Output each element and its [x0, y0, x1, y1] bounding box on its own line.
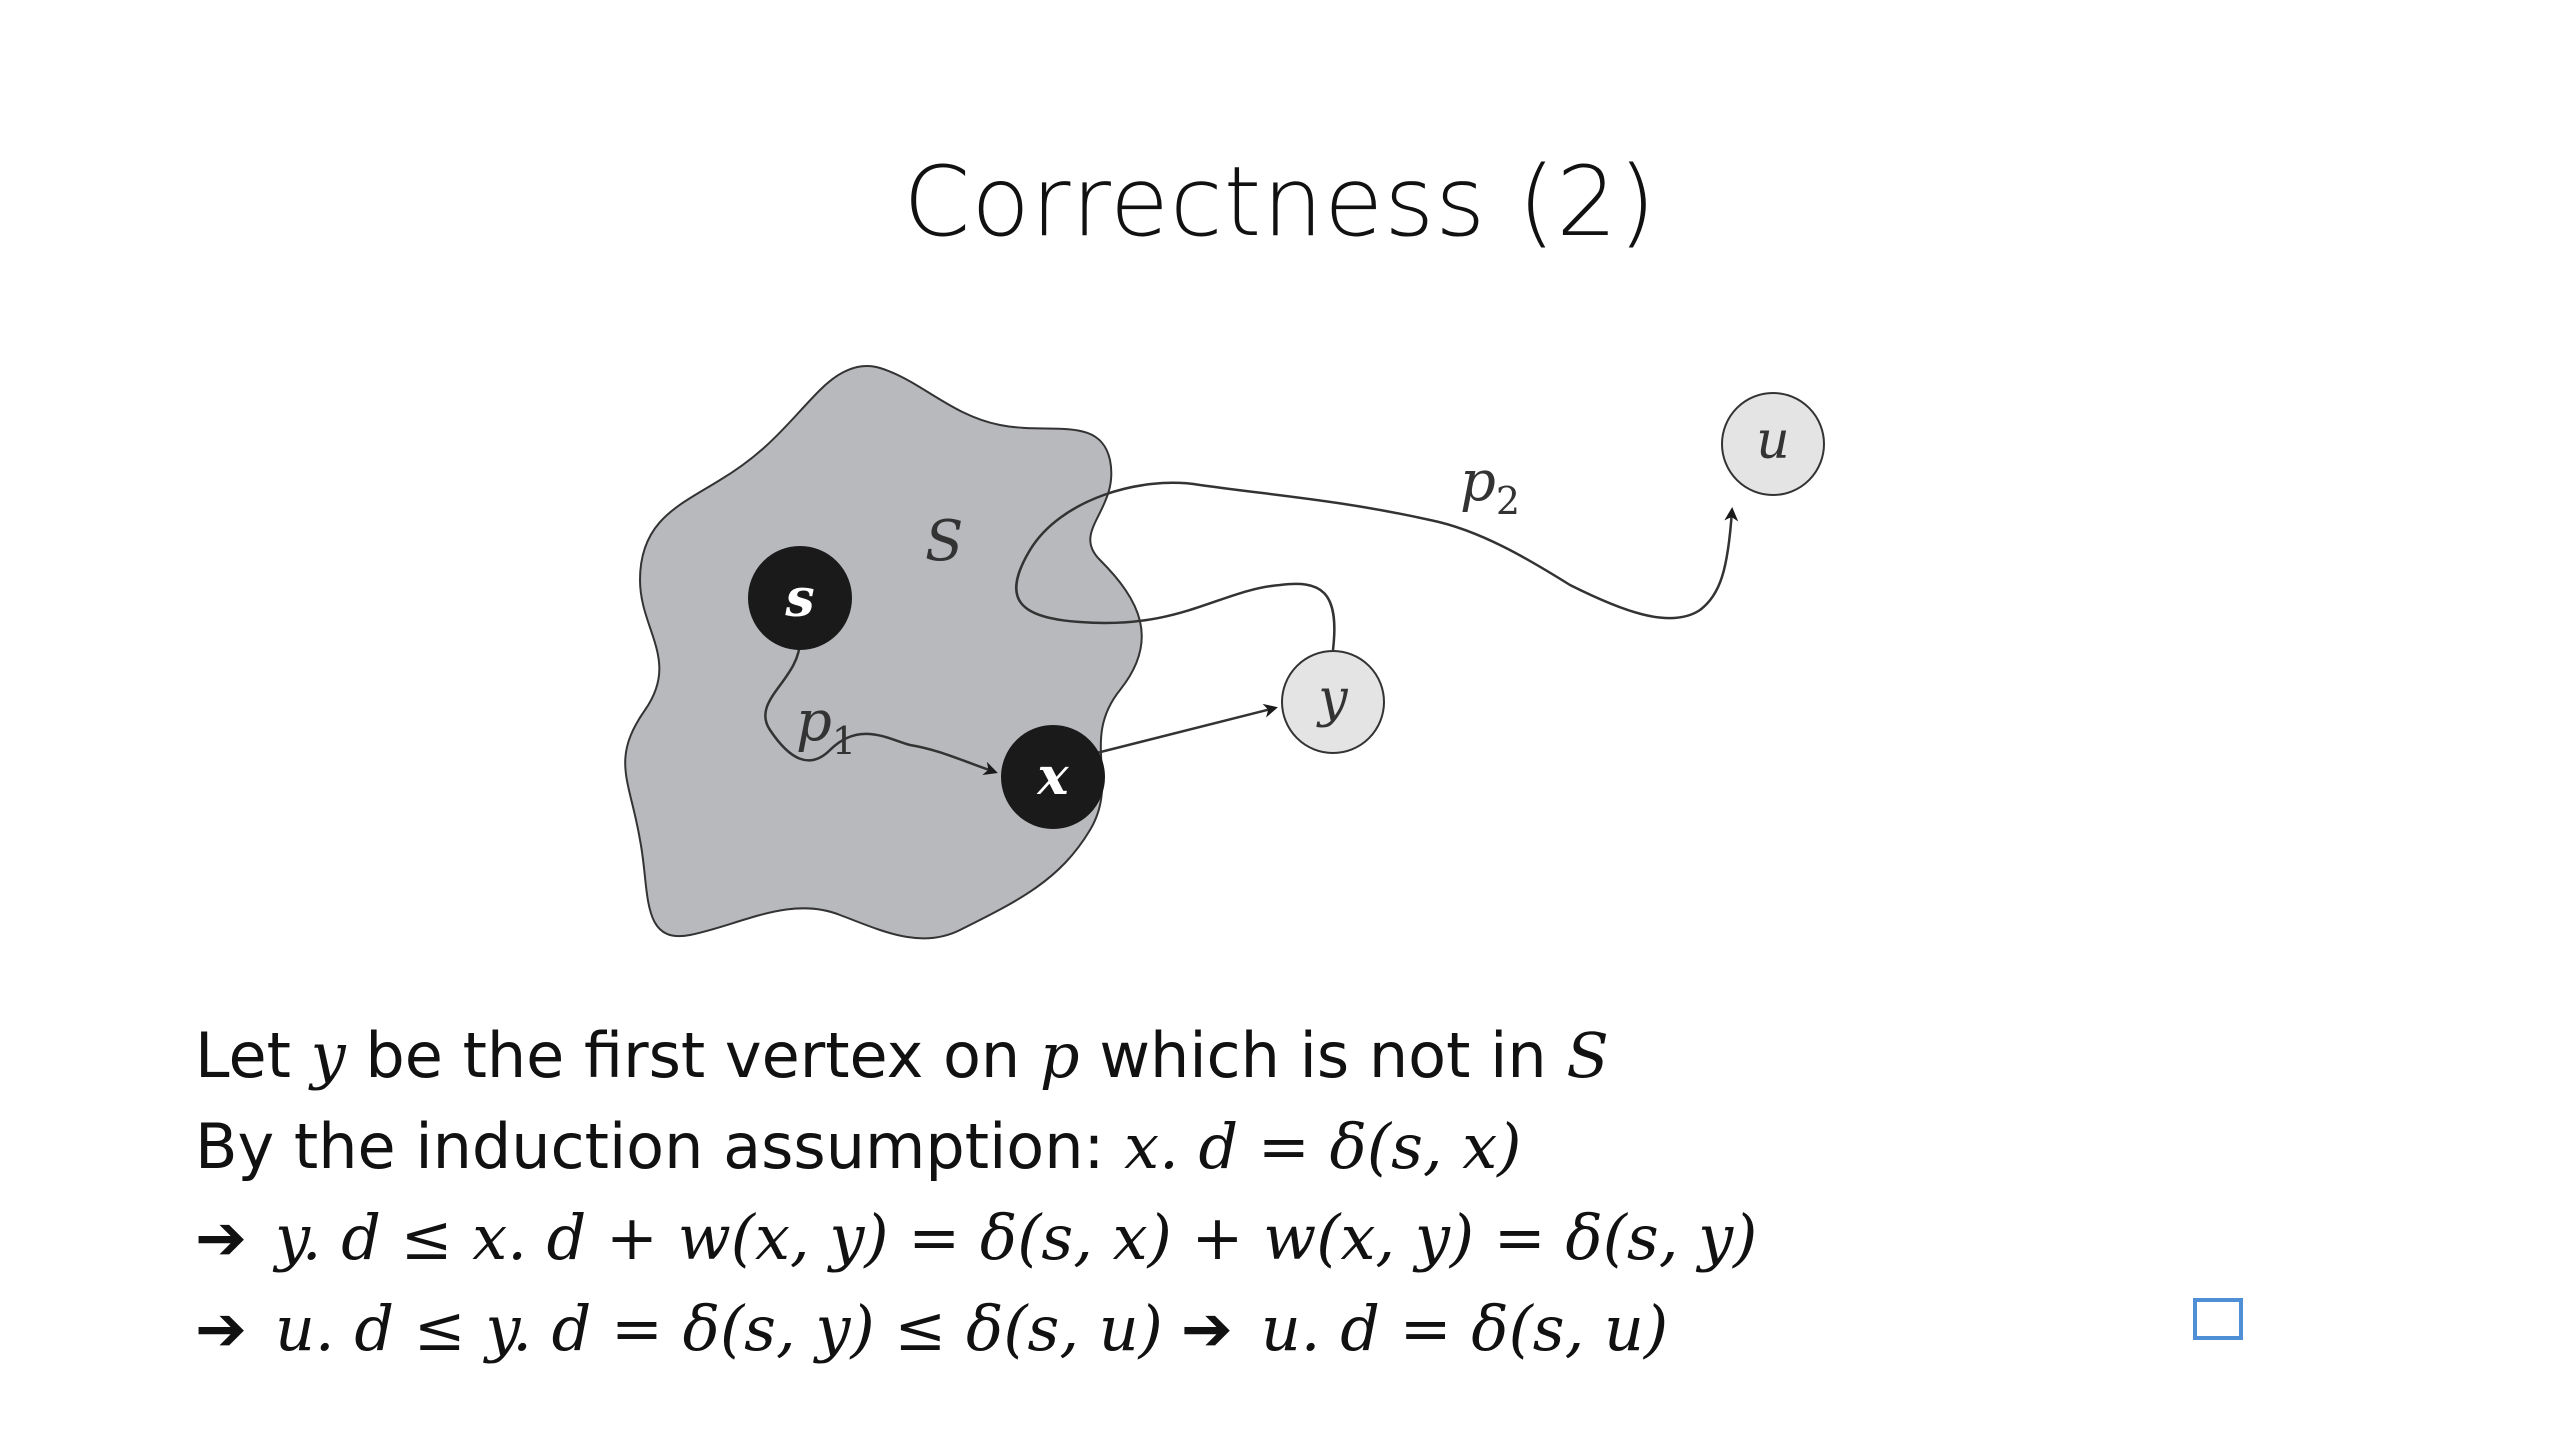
line4-math-1: u. d ≤ y. d = δ(s, y) ≤ δ(s, u)	[275, 1292, 1163, 1365]
line1-part-e: which is not in	[1079, 1019, 1567, 1092]
implies-arrow-icon: ➔	[195, 1201, 247, 1274]
node-s-label: s	[784, 568, 814, 629]
node-u: u	[1721, 392, 1825, 496]
line1-var-y: y	[310, 1019, 346, 1092]
implies-arrow-icon: ➔	[195, 1292, 247, 1365]
path-p2-base: p	[1460, 449, 1496, 514]
node-x-label: x	[1036, 746, 1069, 807]
path-p1	[764, 639, 998, 776]
path-p2-sub: 2	[1496, 479, 1520, 523]
qed-square-icon	[2193, 1298, 2243, 1340]
proof-line-2: By the induction assumption: x. d = δ(s,…	[195, 1101, 2195, 1192]
line2-math: x. d = δ(s, x)	[1124, 1110, 1522, 1183]
set-s-region	[624, 365, 1143, 940]
line1-part-c: be the first vertex on	[345, 1019, 1040, 1092]
proof-text: Let y be the first vertex on p which is …	[195, 1010, 2195, 1374]
dijkstra-figure: S p1 p2 s x y	[624, 365, 1825, 940]
slide-title: Correctness (2)	[903, 146, 1657, 258]
node-u-label: u	[1756, 411, 1790, 471]
line4-math-2: u. d = δ(s, u)	[1260, 1292, 1669, 1365]
path-p2	[1014, 481, 1739, 651]
path-p1-label: p1	[796, 689, 856, 763]
path-p1-sub: 1	[832, 719, 856, 763]
node-s: s	[748, 546, 852, 650]
proof-line-4: ➔u. d ≤ y. d = δ(s, y) ≤ δ(s, u)➔u. d = …	[195, 1283, 2195, 1374]
line1-part-a: Let	[195, 1019, 311, 1092]
line1-var-s: S	[1566, 1019, 1609, 1092]
node-y: y	[1281, 650, 1385, 754]
line3-math: y. d ≤ x. d + w(x, y) = δ(s, x) + w(x, y…	[275, 1201, 1758, 1274]
node-y-label: y	[1316, 669, 1348, 729]
node-x: x	[1001, 725, 1105, 829]
line1-var-p: p	[1039, 1019, 1080, 1092]
line2-part-a: By the induction assumption:	[195, 1110, 1125, 1183]
path-p1-base: p	[796, 689, 832, 754]
proof-line-1: Let y be the first vertex on p which is …	[195, 1010, 2195, 1101]
implies-arrow-icon: ➔	[1180, 1292, 1233, 1365]
set-s-label: S	[925, 509, 963, 574]
path-p2-label: p2	[1460, 449, 1520, 523]
proof-line-3: ➔ y. d ≤ x. d + w(x, y) = δ(s, x) + w(x, …	[195, 1192, 2195, 1283]
